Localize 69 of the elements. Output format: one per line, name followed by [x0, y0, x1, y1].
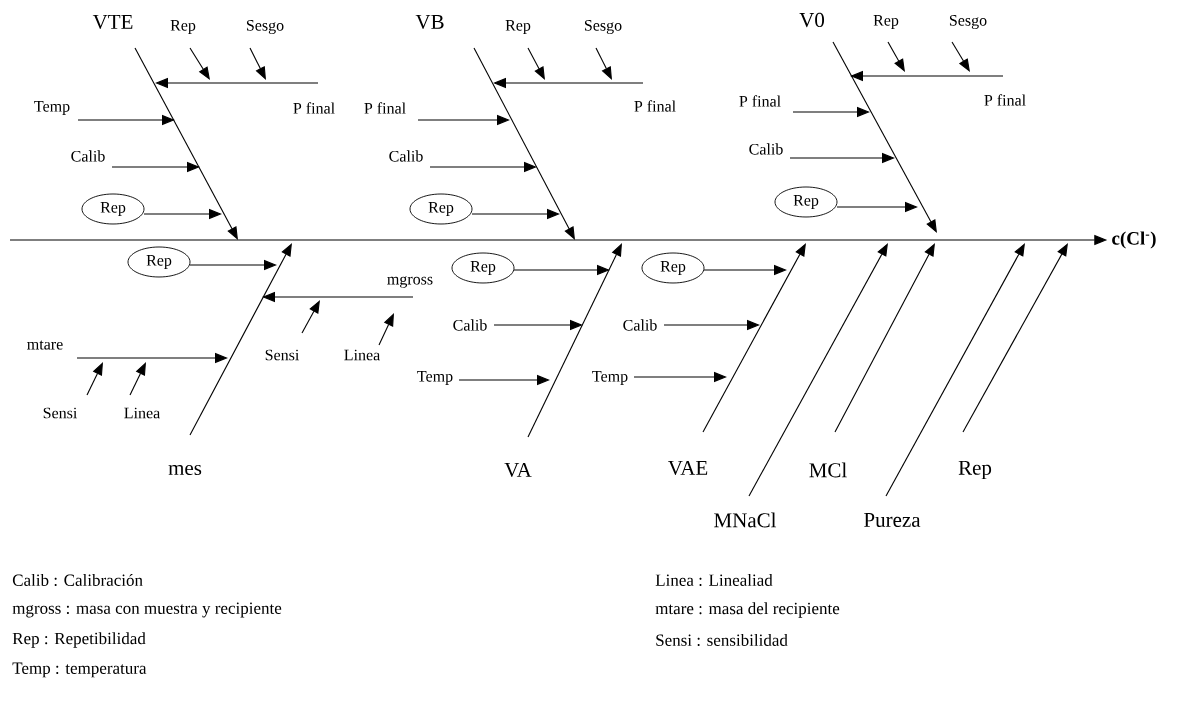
cause-label: Rep: [170, 20, 196, 34]
bone-label: Pureza: [864, 513, 921, 527]
circled-label: Rep: [774, 186, 838, 218]
abbreviation-note: Linea : Linealiad: [655, 574, 773, 586]
bone-arrow: [702, 243, 806, 433]
abbreviation-note: Calib : Calibración: [12, 573, 143, 586]
abbreviation-note: Temp : temperatura: [12, 662, 147, 678]
abbreviation-note: Rep : Repetibilidad: [12, 632, 146, 648]
cause-label: Sesgo: [584, 20, 622, 34]
bone-arrow: [832, 41, 937, 233]
circled-label: Rep: [451, 252, 515, 284]
cause-label: Calib: [453, 319, 487, 331]
cause-label: Calib: [623, 319, 657, 331]
bone-label: V0: [799, 12, 825, 28]
bone-arrow: [885, 243, 1025, 497]
cause-label: P final: [739, 95, 781, 107]
bone-arrow: [527, 243, 622, 438]
cause-label: P final: [984, 94, 1026, 106]
cause-label: mtare: [27, 340, 63, 350]
bone-label: Rep: [958, 460, 992, 480]
bone-arrow: [473, 47, 575, 240]
cause-label: P final: [634, 100, 676, 112]
arrow: [951, 41, 970, 72]
bone-arrow: [834, 243, 935, 433]
abbreviation-note: mtare : masa del recipiente: [655, 602, 840, 618]
cause-label: Temp: [592, 371, 628, 385]
cause-label: P final: [293, 102, 335, 114]
cause-label: Linea: [124, 407, 160, 419]
bone-label: VAE: [668, 460, 708, 476]
abbreviation-note: mgross : masa con muestra y recipiente: [12, 602, 282, 618]
cause-label: Calib: [389, 150, 423, 162]
cause-label: Sensi: [265, 349, 300, 361]
cause-label: Temp: [34, 101, 70, 115]
effect-label: c(Cl$^{-}$): [1112, 231, 1156, 249]
bone-label: VA: [504, 462, 532, 478]
bone-label: mes: [168, 464, 202, 476]
bone-label: MNaCl: [714, 512, 777, 528]
cause-label: Linea: [344, 349, 380, 361]
circled-label: Rep: [127, 246, 191, 278]
circled-label: Rep: [409, 193, 473, 225]
cause-label: Temp: [417, 371, 453, 385]
arrow: [189, 47, 210, 80]
cause-label: Rep: [505, 20, 531, 34]
cause-label: Calib: [71, 150, 105, 162]
arrow: [301, 300, 320, 334]
bone-label: VTE: [92, 14, 133, 30]
bone-arrow: [962, 243, 1068, 433]
cause-label: Calib: [749, 143, 783, 155]
cause-label: mgross: [387, 276, 433, 288]
cause-label: P final: [364, 102, 406, 114]
bone-label: VB: [415, 14, 444, 30]
arrow: [378, 313, 394, 346]
circled-label: Rep: [641, 252, 705, 284]
cause-label: Sesgo: [246, 20, 284, 34]
arrow: [595, 47, 612, 80]
arrow: [527, 47, 545, 80]
arrow: [86, 362, 103, 396]
bone-arrow: [748, 243, 888, 497]
cause-label: Rep: [873, 15, 899, 29]
arrow: [129, 362, 146, 396]
circled-label: Rep: [81, 193, 145, 225]
bone-arrow: [134, 47, 238, 240]
bone-arrow: [189, 243, 292, 436]
bone-label: MCl: [809, 462, 847, 478]
cause-label: Sesgo: [949, 15, 987, 29]
cause-label: Sensi: [43, 407, 78, 419]
arrow: [887, 41, 905, 72]
arrow: [249, 47, 266, 80]
abbreviation-note: Sensi : sensibilidad: [656, 634, 788, 646]
